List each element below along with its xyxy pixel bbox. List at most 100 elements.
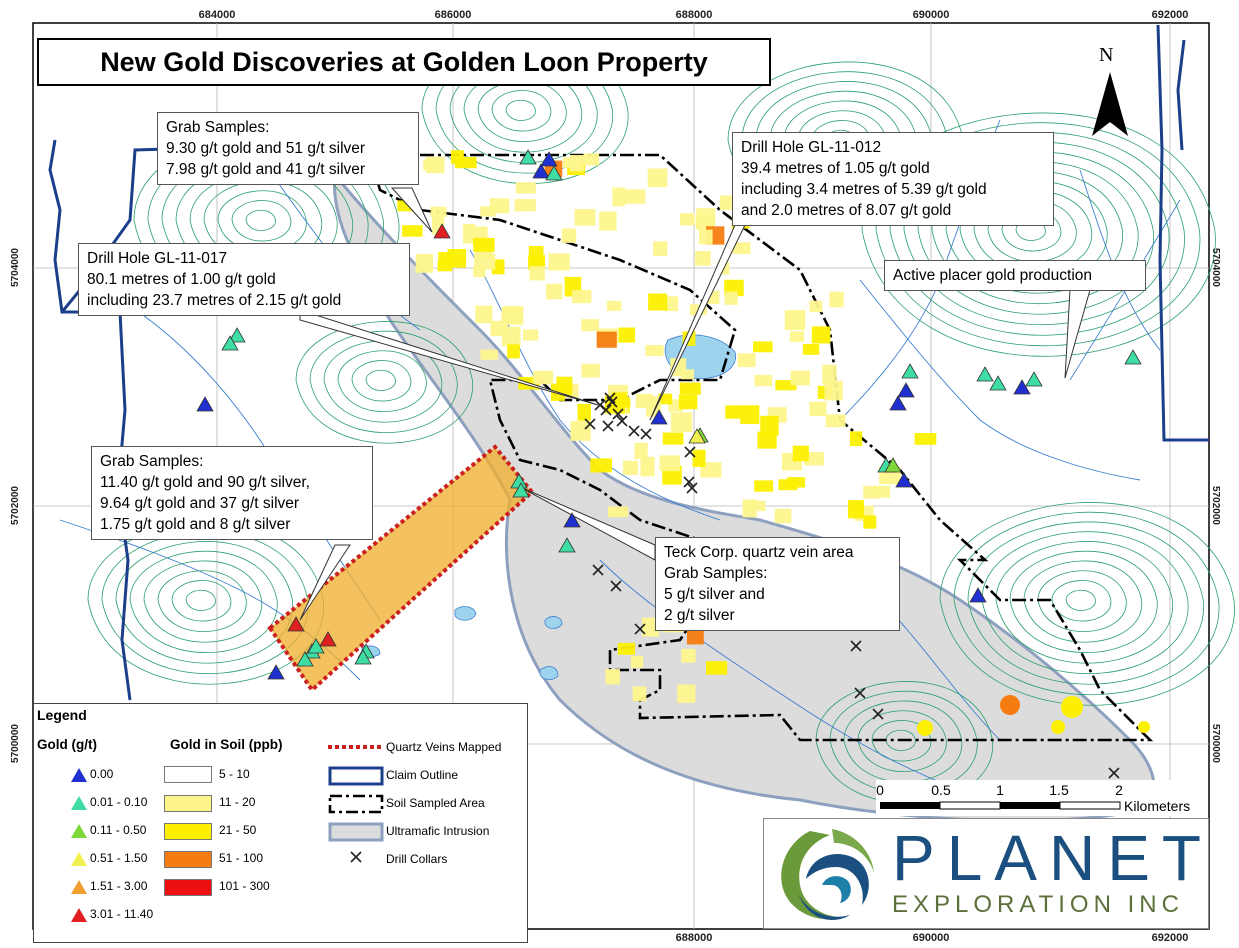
contour-line <box>981 531 1189 674</box>
drill-collar <box>628 425 640 437</box>
soil-sample <box>725 405 741 419</box>
soil-sample <box>696 208 716 227</box>
soil-sample <box>664 296 679 312</box>
quartz-vein-zone <box>267 444 535 694</box>
soil-sample <box>1138 721 1150 733</box>
contour-line <box>337 350 427 412</box>
gold-sample-triangle <box>433 223 451 239</box>
soil-sample <box>606 300 622 311</box>
scale-bar-graphic <box>880 801 1121 810</box>
soil-sample <box>679 382 701 395</box>
callout-line: Grab Samples: <box>166 119 270 136</box>
drill-collar-icon <box>350 851 362 863</box>
soil-sample <box>804 452 824 466</box>
callout-drill-hole-017: Drill Hole GL-11-017 80.1 metres of 1.00… <box>78 243 410 316</box>
legend-soil-label: 5 - 10 <box>219 767 250 781</box>
soil-sample <box>622 460 639 475</box>
soil-sample <box>784 310 806 331</box>
contour-line <box>953 511 1220 696</box>
callout-line: 39.4 metres of 1.05 g/t gold <box>741 160 930 177</box>
soil-sample <box>402 225 423 237</box>
gold-sample-triangle <box>221 335 239 351</box>
legend-gold-triangle <box>71 908 87 922</box>
contour-line <box>323 340 443 423</box>
soil-sample <box>681 369 695 380</box>
legend-soil-swatch <box>164 879 212 896</box>
soil-sample <box>570 421 591 441</box>
contour-line <box>157 570 247 632</box>
soil-sample <box>522 329 539 341</box>
callout-line: including 23.7 metres of 2.15 g/t gold <box>87 292 342 309</box>
soil-sample <box>596 331 617 348</box>
soil-sample <box>474 253 496 270</box>
callout-line: Teck Corp. quartz vein area <box>664 544 854 561</box>
soil-sample <box>809 401 827 416</box>
callout-line: 11.40 g/t gold and 90 g/t silver, <box>100 474 310 491</box>
drill-collar <box>610 580 622 592</box>
legend-gold-triangle <box>71 880 87 894</box>
north-arrow-label: N <box>1099 44 1114 66</box>
gold-sample-triangle <box>989 375 1007 391</box>
legend-gold-label: 0.00 <box>90 767 114 781</box>
soil-sample <box>430 206 447 218</box>
scale-bar: 0 0.5 1 1.5 2 Kilometers <box>876 780 1208 816</box>
legend-soil-heading: Gold in Soil (ppb) <box>170 737 283 752</box>
soil-sample <box>438 251 451 268</box>
drill-collar <box>854 687 866 699</box>
claim-outline-icon <box>328 766 384 786</box>
drill-collar <box>872 708 884 720</box>
legend-gold-triangle <box>71 796 87 810</box>
gold-sample-triangle <box>969 587 987 603</box>
soil-sample <box>473 237 495 252</box>
callout-drill-hole-012: Drill Hole GL-11-012 39.4 metres of 1.05… <box>732 132 1054 226</box>
soil-sample <box>533 370 554 385</box>
north-arrow: N <box>1090 44 1130 140</box>
gold-sample-triangle <box>519 149 537 165</box>
soil-sample <box>581 319 599 332</box>
scale-label: 1 <box>996 782 1004 798</box>
soil-sample <box>1051 720 1065 734</box>
company-logo: PLANET EXPLORATION INC <box>763 818 1209 929</box>
soil-sample <box>423 159 439 170</box>
soil-sample <box>581 363 600 378</box>
drill-collar <box>1108 767 1120 779</box>
gold-sample-triangle <box>512 482 530 498</box>
gold-sample-triangle <box>1025 371 1043 387</box>
soil-sample <box>617 642 636 655</box>
gold-sample-triangle <box>976 366 994 382</box>
contour-line <box>1065 589 1096 611</box>
drill-collar <box>686 482 698 494</box>
drill-collars <box>584 392 1120 779</box>
soil-sample <box>618 327 636 343</box>
contour-line <box>309 330 458 434</box>
soil-sample <box>829 291 844 308</box>
soil-sample <box>792 445 809 462</box>
legend-soil-label: 11 - 20 <box>219 795 256 809</box>
soil-sample <box>415 253 434 273</box>
drill-collar <box>584 418 596 430</box>
gold-sample-triangle <box>532 163 550 179</box>
soil-sample <box>692 449 706 467</box>
legend-gold-triangle <box>71 852 87 866</box>
planet-swirl-icon <box>781 829 874 920</box>
soil-sample <box>1000 695 1020 715</box>
legend-soil-swatch <box>164 766 212 783</box>
contour-line <box>1009 550 1158 654</box>
logo-subtitle: EXPLORATION INC <box>892 891 1184 918</box>
soil-sample <box>463 223 476 244</box>
gold-sample-triangle <box>228 327 246 343</box>
soil-sample <box>447 248 467 268</box>
soil-sample <box>632 686 647 702</box>
ultramafic-icon <box>328 822 384 842</box>
soil-sample <box>681 648 696 663</box>
contour-line <box>245 209 276 231</box>
contour-line <box>143 560 263 643</box>
soil-sample <box>648 293 668 311</box>
soil-sample <box>658 393 673 405</box>
map-title: New Gold Discoveries at Golden Loon Prop… <box>37 38 771 86</box>
y-tick-left-2: 5700000 <box>9 724 21 763</box>
x-tick-bottom-2: 688000 <box>675 932 713 944</box>
contour-line <box>885 729 916 751</box>
legend-soil-label: 51 - 100 <box>219 851 264 865</box>
contour-line <box>995 541 1173 664</box>
